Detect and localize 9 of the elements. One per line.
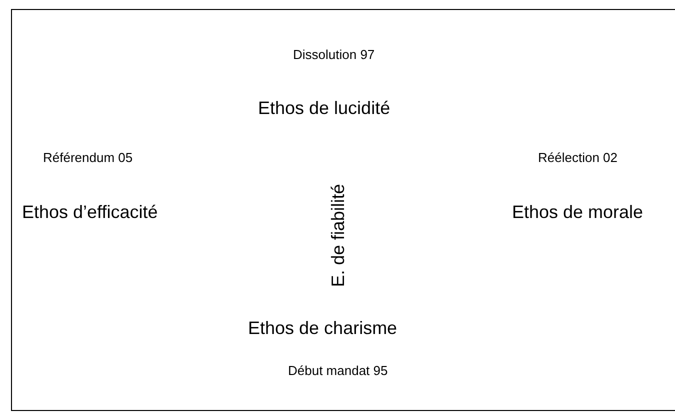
caption-label: Référendum 05 [43, 150, 133, 165]
caption-label: Dissolution 97 [293, 47, 375, 62]
caption-label: Réélection 02 [538, 150, 618, 165]
caption-label: Début mandat 95 [288, 363, 388, 378]
ethos-label: Ethos de morale [512, 202, 644, 223]
ethos-label: Ethos de lucidité [258, 98, 390, 119]
ethos-label: E. de fiabilité [328, 183, 349, 287]
ethos-label: Ethos d’efficacité [22, 202, 158, 223]
ethos-label: Ethos de charisme [248, 318, 398, 339]
